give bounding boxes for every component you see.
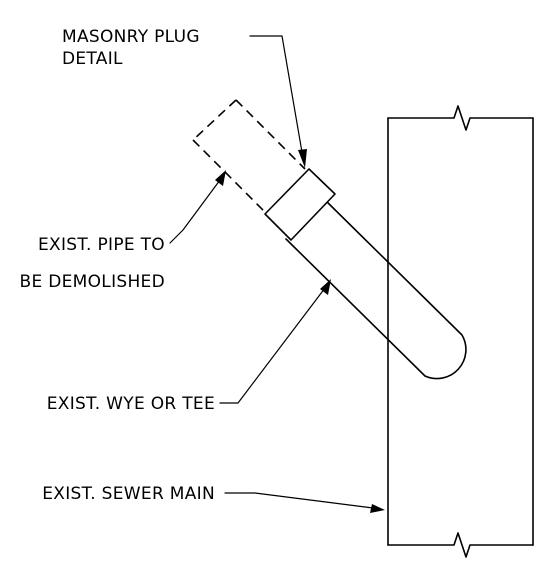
demolished-pipe-lower-edge — [192, 139, 265, 212]
label-wye-or-tee: EXIST. WYE OR TEE — [47, 394, 215, 414]
label-masonry-plug-line1: MASONRY PLUG — [62, 27, 200, 47]
label-sewer-main: EXIST. SEWER MAIN — [42, 484, 215, 504]
arrowhead-demolished-pipe — [215, 170, 226, 186]
exist-wye-branch — [285, 197, 467, 380]
leader-demolished-pipe — [169, 170, 226, 244]
masonry-plug — [264, 168, 336, 241]
sewer-main-top-break-line — [387, 105, 534, 131]
demolished-pipe — [192, 99, 306, 212]
demolished-pipe-upper-edge — [235, 99, 306, 170]
leader-masonry-plug — [249, 35, 307, 168]
leader-sewer-main — [224, 492, 385, 513]
sewer-main-bottom-break-line — [387, 532, 534, 558]
arrowhead-wye — [320, 279, 331, 295]
arrowhead-masonry-plug — [298, 149, 307, 168]
label-demolished-pipe-line1: EXIST. PIPE TO — [38, 235, 165, 255]
label-demolished-pipe-line2: BE DEMOLISHED — [20, 272, 165, 292]
demolished-pipe-end — [192, 99, 237, 141]
leader-wye — [219, 279, 331, 404]
sewer-main — [387, 105, 534, 558]
label-masonry-plug-line2: DETAIL — [62, 49, 123, 69]
arrowhead-sewer-main — [370, 504, 385, 513]
